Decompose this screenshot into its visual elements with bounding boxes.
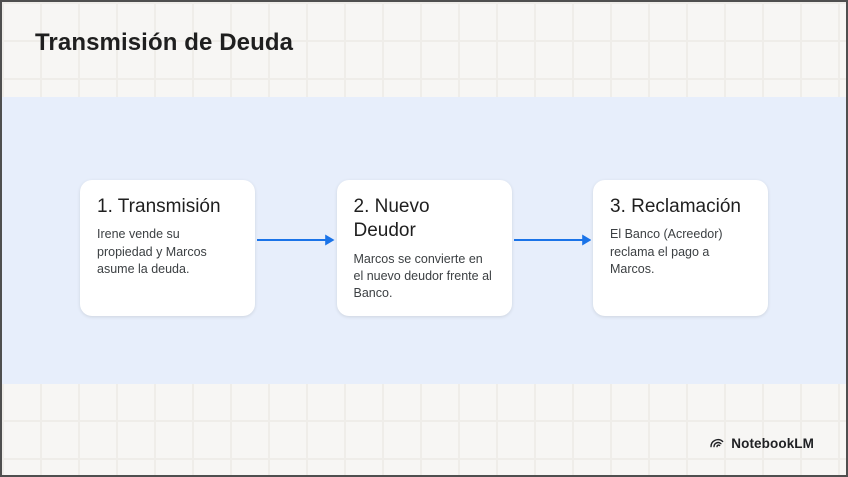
step-description: El Banco (Acreedor) reclama el pago a Ma… [610,227,723,276]
brand-name: NotebookLM [731,435,814,451]
flow-step-card-2: 2. Nuevo Deudor Marcos se convierte en e… [336,180,512,317]
page-title: Transmisión de Deuda [35,29,294,56]
step-title: 3. Reclamación [610,196,741,217]
notebooklm-logo-icon [709,435,725,451]
step-title: 1. Transmisión [97,196,221,217]
brand-footer: NotebookLM [709,435,814,451]
flow-row: 1. Transmisión Irene vende su propiedad … [80,180,768,317]
flow-step-card-1: 1. Transmisión Irene vende su propiedad … [80,180,255,317]
flow-band: 1. Transmisión Irene vende su propiedad … [2,97,846,384]
step-description: Irene vende su propiedad y Marcos asume … [97,227,207,276]
step-title: 2. Nuevo Deudor [353,196,430,242]
step-description: Marcos se convierte en el nuevo deudor f… [353,251,492,301]
flow-step-card-3: 3. Reclamación El Banco (Acreedor) recla… [593,180,768,317]
